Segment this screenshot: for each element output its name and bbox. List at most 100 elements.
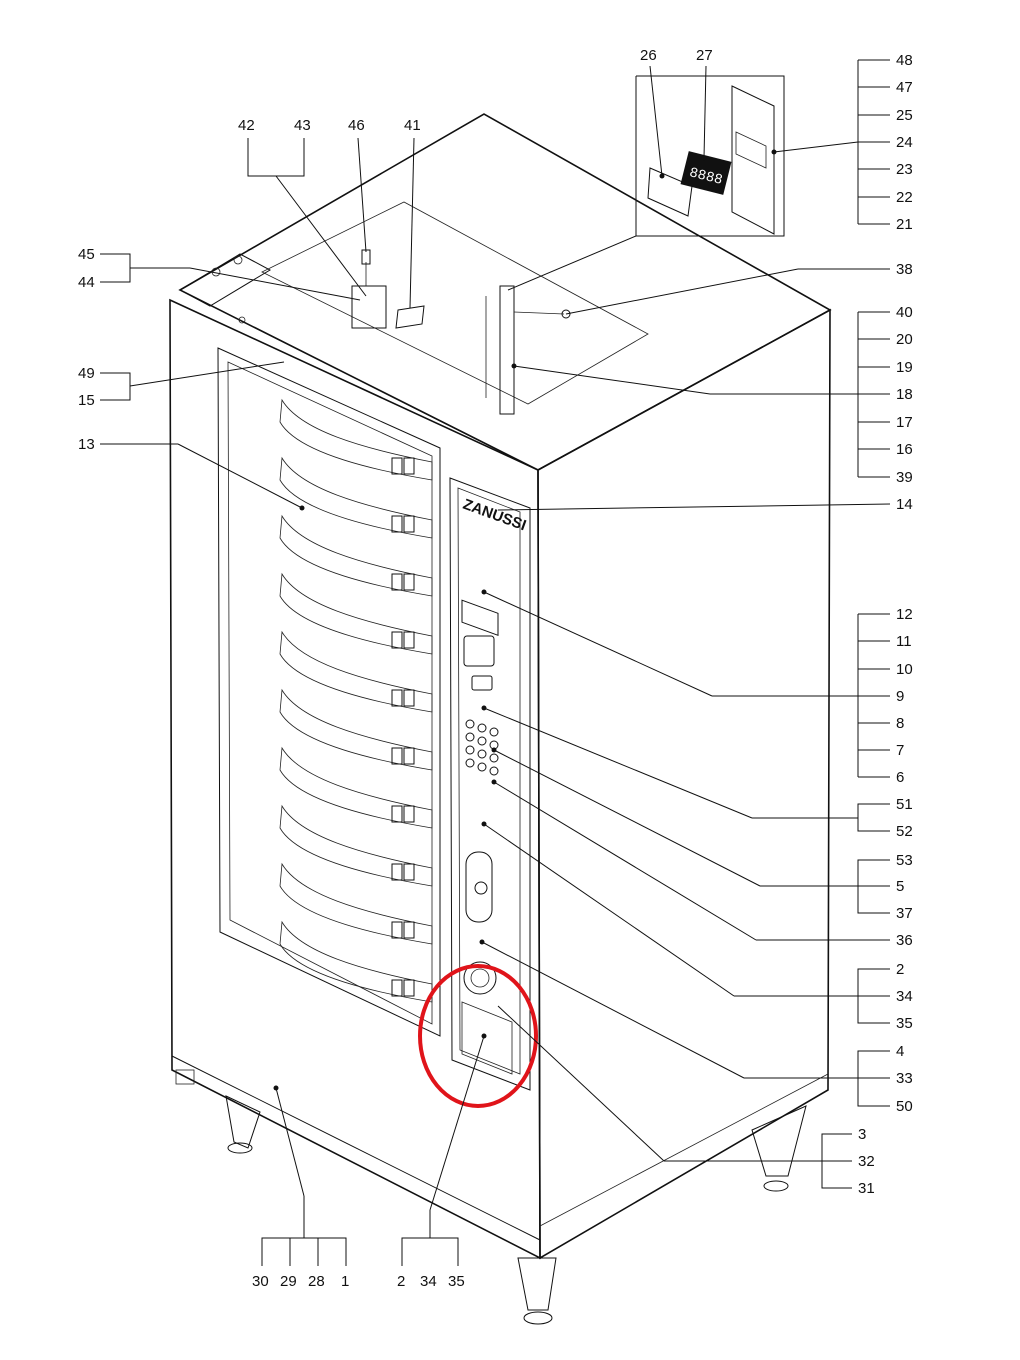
callout-20: 20: [896, 331, 913, 348]
tray-price-tag: [403, 805, 415, 823]
bill-acceptor-knob: [474, 881, 488, 895]
callout-21: 21: [896, 216, 913, 233]
callout-27: 27: [696, 47, 713, 64]
callout-49: 49: [78, 365, 95, 382]
keypad-button[interactable]: [489, 753, 499, 763]
callout-labels: 42 43 46 41 26 27 48 47 25 24 23 22 21 3…: [78, 47, 913, 1290]
keypad-button[interactable]: [477, 723, 487, 733]
callout-39: 39: [896, 469, 913, 486]
tray-price-tag: [403, 979, 415, 997]
shelf-tray: [279, 920, 433, 1003]
callout-26: 26: [640, 47, 657, 64]
tray-price-tag: [403, 631, 415, 649]
callout-13: 13: [78, 436, 95, 453]
callout-2-bottom: 2: [397, 1273, 405, 1290]
callout-35-bottom: 35: [448, 1273, 465, 1290]
tray-price-tag: [391, 573, 403, 591]
callout-9: 9: [896, 688, 904, 705]
tray-price-tag: [391, 863, 403, 881]
shelf-tray: [279, 572, 433, 655]
tray-price-tag: [403, 921, 415, 939]
coin-return-cup[interactable]: [463, 961, 497, 995]
callout-25: 25: [896, 107, 913, 124]
bracket-left: [351, 285, 387, 329]
shelf-tray: [279, 456, 433, 539]
keypad[interactable]: [465, 719, 499, 776]
callout-17: 17: [896, 414, 913, 431]
callout-18: 18: [896, 386, 913, 403]
return-button[interactable]: [471, 675, 493, 691]
tray-price-tag: [403, 457, 415, 475]
shelf-tray: [279, 630, 433, 713]
top-hinge-plate: [178, 253, 272, 307]
coin-slot[interactable]: [463, 635, 495, 667]
callout-34-right: 34: [896, 988, 913, 1005]
shelf-tray: [279, 746, 433, 829]
keypad-button[interactable]: [465, 719, 475, 729]
highlight-circle: [418, 964, 538, 1108]
keypad-button[interactable]: [489, 727, 499, 737]
callout-44: 44: [78, 274, 95, 291]
shelf-tray: [279, 804, 433, 887]
callout-4: 4: [896, 1043, 904, 1060]
callout-45: 45: [78, 246, 95, 263]
callout-29: 29: [280, 1273, 297, 1290]
shelf-tray: [279, 514, 433, 597]
display-window: [461, 599, 499, 636]
callout-23: 23: [896, 161, 913, 178]
callout-28: 28: [308, 1273, 325, 1290]
callout-52: 52: [896, 823, 913, 840]
shelf-tray: [279, 688, 433, 771]
tray-price-tag: [391, 979, 403, 997]
keypad-button[interactable]: [477, 749, 487, 759]
digit-display: [680, 151, 732, 195]
callout-40: 40: [896, 304, 913, 321]
callout-35-right: 35: [896, 1015, 913, 1032]
tray-price-tag: [403, 747, 415, 765]
callout-22: 22: [896, 189, 913, 206]
callout-12: 12: [896, 606, 913, 623]
shelf-trays: [279, 398, 433, 1003]
bill-acceptor[interactable]: [465, 851, 493, 923]
tray-price-tag: [391, 689, 403, 707]
label-sticker: [647, 167, 693, 217]
keypad-button[interactable]: [465, 732, 475, 742]
shelf-tray: [279, 398, 433, 481]
keypad-button[interactable]: [489, 766, 499, 776]
callout-15: 15: [78, 392, 95, 409]
lower-panel: [461, 1001, 513, 1075]
callout-7: 7: [896, 742, 904, 759]
callout-2-right: 2: [896, 961, 904, 978]
keypad-button[interactable]: [465, 745, 475, 755]
tray-price-tag: [391, 457, 403, 475]
callout-30: 30: [252, 1273, 269, 1290]
callout-1: 1: [341, 1273, 349, 1290]
callout-11: 11: [896, 633, 912, 650]
callout-6: 6: [896, 769, 904, 786]
keypad-button[interactable]: [477, 736, 487, 746]
machine-body: [169, 113, 832, 1260]
callout-8: 8: [896, 715, 904, 732]
callout-24: 24: [896, 134, 913, 151]
keypad-button[interactable]: [477, 762, 487, 772]
callout-47: 47: [896, 79, 913, 96]
shelf-tray: [279, 862, 433, 945]
callout-5: 5: [896, 878, 904, 895]
tray-price-tag: [403, 689, 415, 707]
tray-price-tag: [403, 573, 415, 591]
callout-32: 32: [858, 1153, 875, 1170]
clip-41: [395, 305, 425, 329]
callout-33: 33: [896, 1070, 913, 1087]
callout-14: 14: [896, 496, 913, 513]
tray-price-tag: [391, 747, 403, 765]
keypad-button[interactable]: [465, 758, 475, 768]
tray-price-tag: [403, 515, 415, 533]
callout-51: 51: [896, 796, 913, 813]
tray-price-tag: [391, 515, 403, 533]
callout-41: 41: [404, 117, 421, 134]
door-rod: [499, 285, 515, 415]
callout-38: 38: [896, 261, 913, 278]
callout-16: 16: [896, 441, 913, 458]
callout-19: 19: [896, 359, 913, 376]
